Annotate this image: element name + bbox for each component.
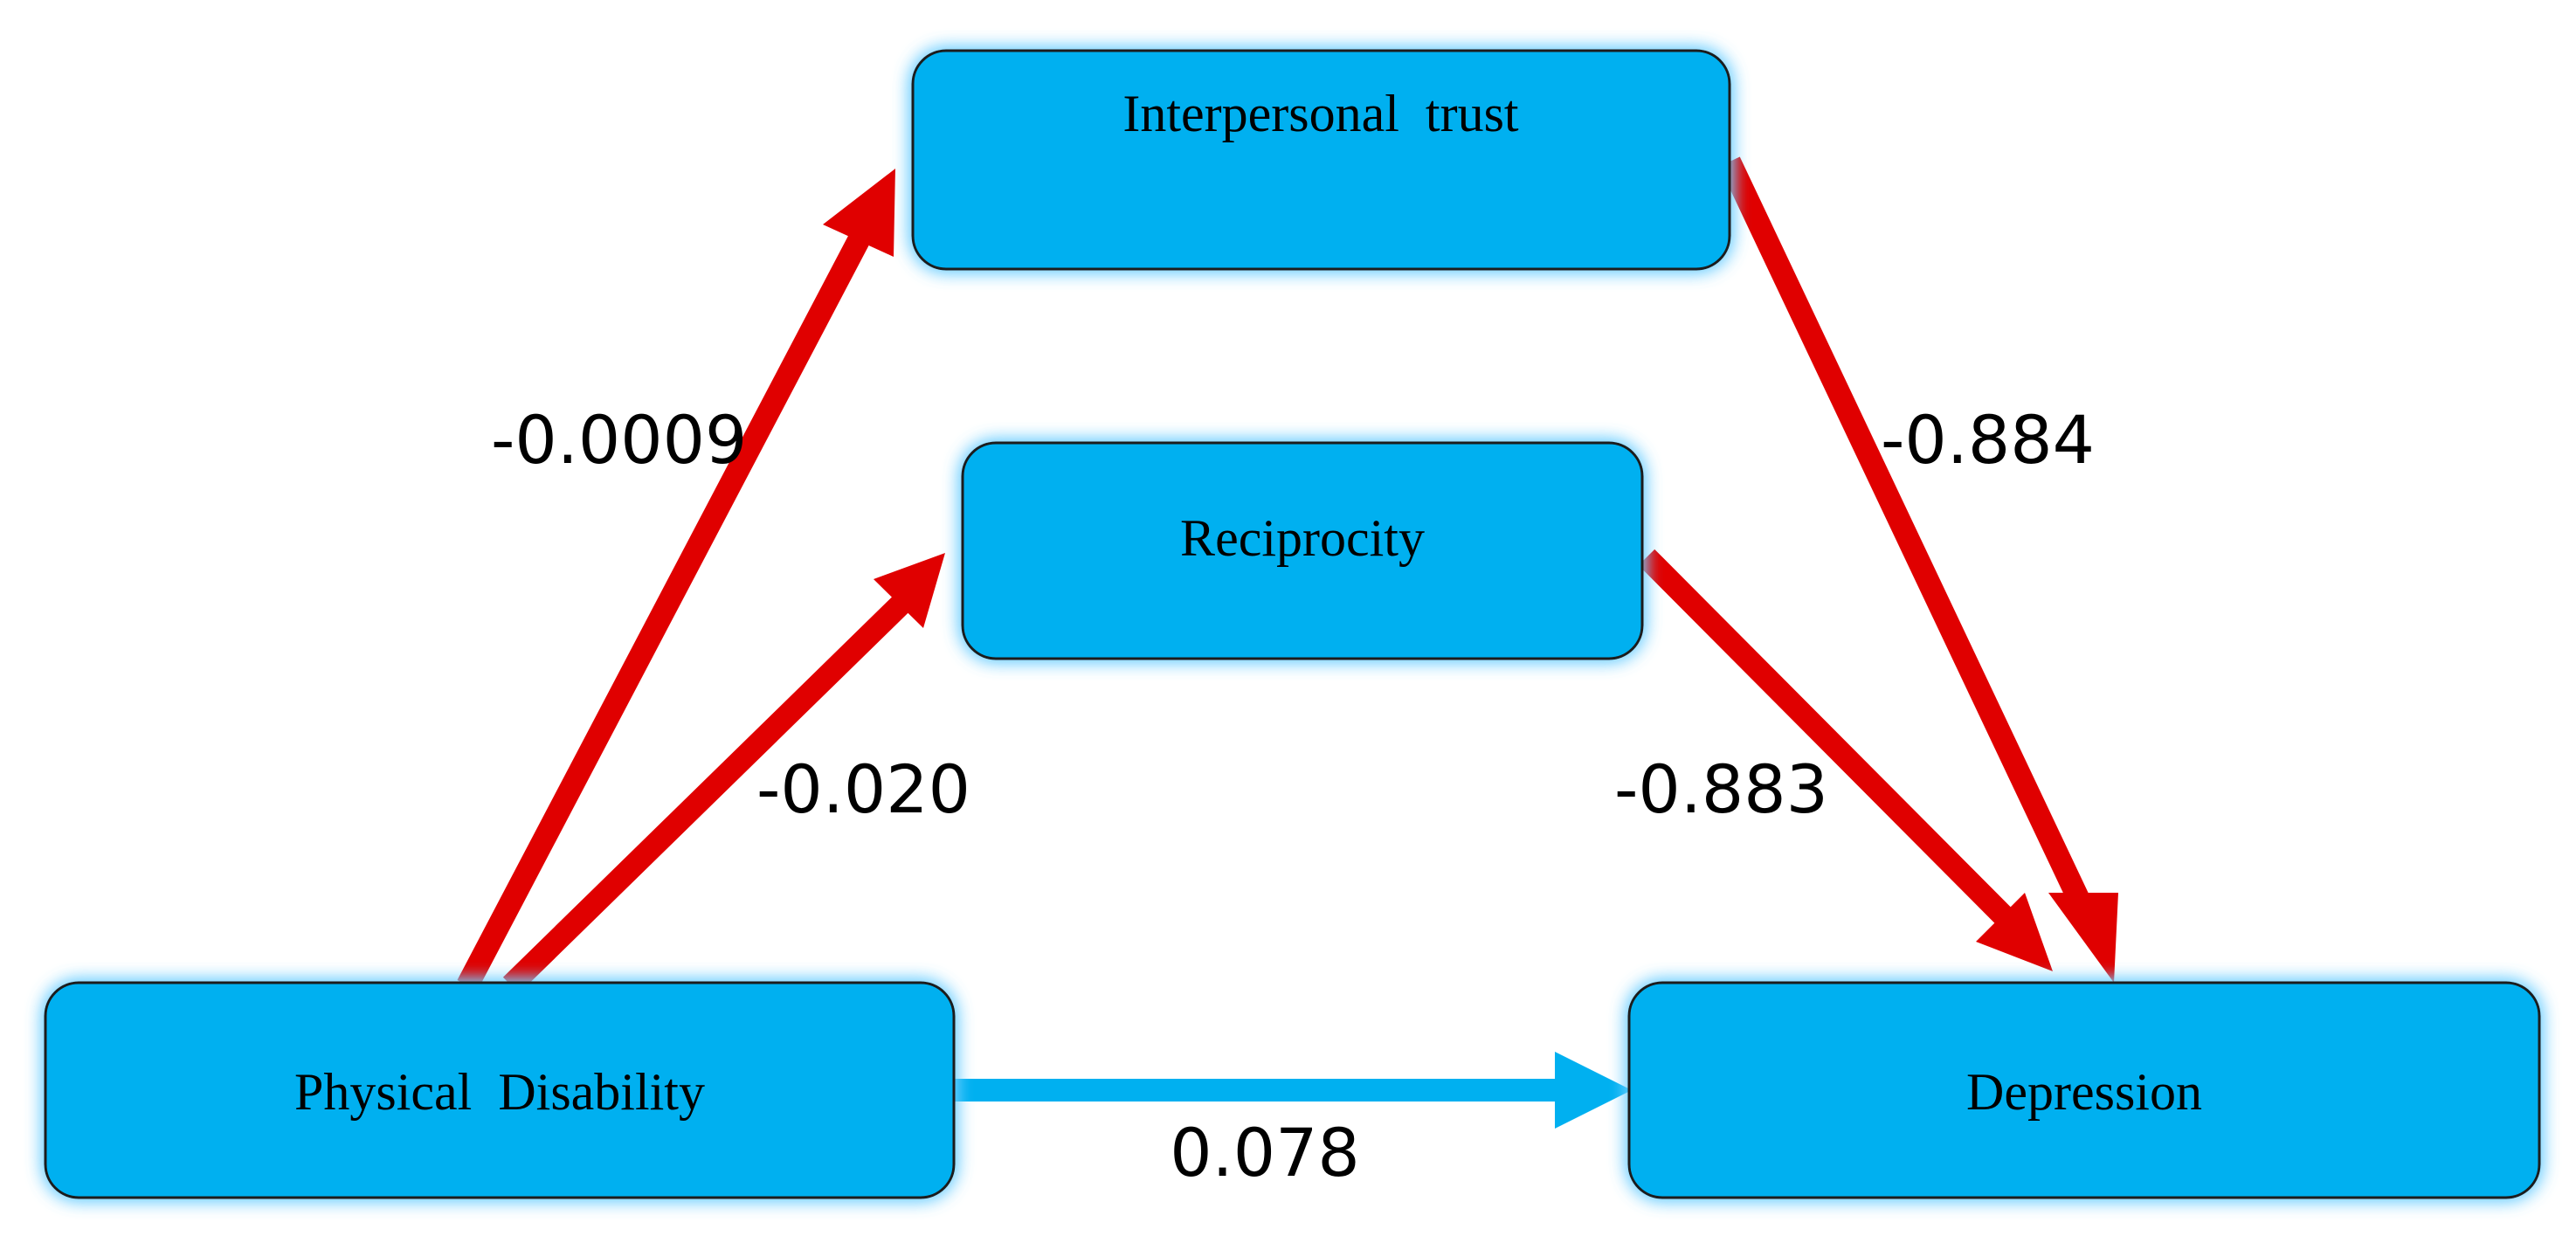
node-reciprocity: Reciprocity (961, 441, 1644, 660)
coef-disability-to-depression: 0.078 (1170, 1114, 1360, 1191)
path-trust-to-depression (1719, 156, 2118, 983)
coef-reciprocity-to-depression: -0.883 (1614, 750, 1828, 828)
coef-trust-to-depression: -0.884 (1881, 401, 2095, 479)
arrowhead (1976, 893, 2053, 971)
node-depression: Depression (1627, 981, 2541, 1199)
arrowhead (2048, 893, 2118, 983)
path-disability-to-trust (457, 169, 895, 991)
coef-disability-to-reciprocity: -0.020 (756, 750, 970, 828)
arrowhead (874, 553, 945, 628)
node-label: Depression (1966, 1063, 2202, 1121)
coef-disability-to-trust: -0.0009 (491, 401, 747, 479)
node-label: Interpersonal trust (1122, 85, 1519, 142)
arrowhead (823, 169, 895, 257)
path-disability-to-depression (954, 1052, 1632, 1129)
path-reciprocity-to-depression (1638, 549, 2053, 971)
path-disability-to-reciprocity (502, 553, 945, 994)
arrowhead (1555, 1052, 1632, 1129)
node-interpersonal-trust: Interpersonal trust (911, 49, 1731, 271)
node-physical-disability: Physical Disability (44, 981, 956, 1199)
node-label: Physical Disability (294, 1063, 705, 1121)
node-label: Reciprocity (1180, 509, 1425, 567)
